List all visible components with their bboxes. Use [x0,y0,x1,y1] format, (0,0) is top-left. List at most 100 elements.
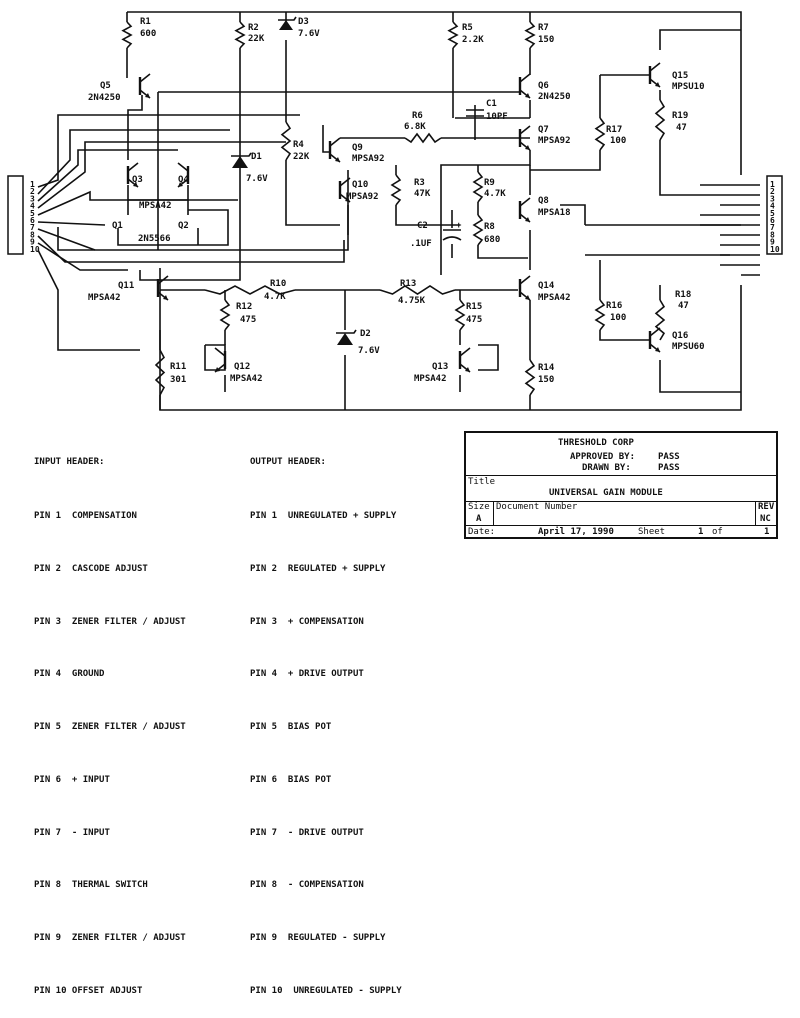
size-label: Size [468,502,490,512]
c1-ref: C1 [486,99,497,109]
q16-value: MPSU60 [672,342,705,352]
q15-value: MPSU10 [672,82,705,92]
input-pin-7: PIN 7 - INPUT [34,827,110,838]
r14-ref: R14 [538,363,555,373]
approved-value: PASS [658,452,680,462]
d3-value: 7.6V [298,29,320,39]
rev-label: REV [758,502,775,512]
out-pin-7: 7 [770,223,775,232]
r13-ref: R13 [400,279,416,289]
input-header-title: INPUT HEADER: [34,457,105,468]
r10-value: 4.7K [264,292,286,302]
q9-ref: Q9 [352,143,363,153]
input-pin-10: PIN 10 OFFSET ADJUST [34,986,143,996]
input-connector [7,175,24,255]
resistor-r10 [204,285,296,295]
input-pin-1: PIN 1 COMPENSATION [34,510,137,521]
r2-ref: R2 [248,23,259,33]
q6-ref: Q6 [538,81,549,91]
r14-value: 150 [538,375,554,385]
out-pin-10: 10 [770,245,780,254]
c2-polarity: + [456,221,462,231]
out-pin-4: 4 [770,202,775,211]
output-pin-7: PIN 7 - DRIVE OUTPUT [250,827,364,838]
r19-value: 47 [676,123,687,133]
q13-value: MPSA42 [414,374,447,384]
transistor-q12 [214,347,227,373]
in-pin-8: 8 [30,230,35,239]
in-pin-9: 9 [30,238,35,247]
r19-ref: R19 [672,111,688,121]
r3-ref: R3 [414,178,425,188]
resistor-r3 [390,174,402,206]
r1-value: 600 [140,29,156,39]
r16-value: 100 [610,313,626,323]
r9-value: 4.7K [484,189,506,199]
date-label: Date: [468,527,496,537]
zener-diode-d1 [231,152,252,168]
of-value: 1 [764,527,770,537]
r12-ref: R12 [236,302,252,312]
resistor-r15 [454,299,466,331]
r15-ref: R15 [466,302,482,312]
in-pin-6: 6 [30,216,35,225]
transistor-symbols [126,62,661,373]
resistor-r11 [154,349,166,396]
out-pin-3: 3 [770,194,775,203]
q8-value: MPSA18 [538,208,571,218]
resistor-r13 [379,285,456,295]
r13-value: 4.75K [398,296,426,306]
transistor-q7 [518,125,531,151]
in-pin-1: 1 [30,180,35,189]
output-pin-5: PIN 5 BIAS POT [250,722,332,733]
in-pin-3: 3 [30,194,35,203]
q13-ref: Q13 [432,362,448,372]
resistor-r8 [472,214,484,246]
in-pin-4: 4 [30,202,35,211]
q2-value: 2N5566 [138,234,171,244]
r11-ref: R11 [170,362,186,372]
d2-ref: D2 [360,329,371,339]
sheet-value: 1 [698,527,704,537]
d1-value: 7.6V [246,174,268,184]
resistor-r19 [654,99,666,141]
q7-ref: Q7 [538,125,549,135]
output-connector [766,175,783,255]
schematic-diagram: R1 600 R2 22K D3 7.6V R5 2.2K R7 150 Q5 … [7,11,783,411]
q4-value: MPSA42 [139,201,172,211]
input-pin-2: PIN 2 CASCODE ADJUST [34,563,148,574]
r18-ref: R18 [675,290,691,300]
c1-value: 10PF [486,112,508,122]
output-pin-10: PIN 10 UNREGULATED - SUPPLY [250,986,402,996]
capacitor-c1 [466,109,484,117]
output-header-title: OUTPUT HEADER: [250,457,326,468]
in-pin-5: 5 [30,209,35,218]
output-pin-9: PIN 9 REGULATED - SUPPLY [250,933,386,944]
resistor-r4 [280,121,292,161]
r4-ref: R4 [293,140,304,150]
input-pin-9: PIN 9 ZENER FILTER / ADJUST [34,933,186,944]
q1-ref: Q1 [112,221,123,231]
q16-ref: Q16 [672,331,688,341]
resistor-symbols [121,21,666,396]
in-pin-2: 2 [30,187,35,196]
d3-ref: D3 [298,17,309,27]
q14-value: MPSA42 [538,293,571,303]
q4-ref: Q4 [178,175,189,185]
r8-ref: R8 [484,222,495,232]
input-pin-4: PIN 4 GROUND [34,669,105,680]
q12-value: MPSA42 [230,374,263,384]
d1-ref: D1 [251,152,262,162]
r2-value: 22K [248,34,265,44]
transistor-q16 [648,327,661,353]
title-block: THRESHOLD CORP APPROVED BY: PASS DRAWN B… [464,431,778,539]
transistor-q8 [518,197,531,223]
title-label: Title [468,477,496,487]
size-value: A [476,514,482,524]
component-labels: R1 600 R2 22K D3 7.6V R5 2.2K R7 150 Q5 … [88,17,705,385]
r15-value: 475 [466,315,482,325]
q14-ref: Q14 [538,281,555,291]
q8-ref: Q8 [538,196,549,206]
company-name: THRESHOLD CORP [558,438,634,448]
output-pin-3: PIN 3 + COMPENSATION [250,616,364,627]
